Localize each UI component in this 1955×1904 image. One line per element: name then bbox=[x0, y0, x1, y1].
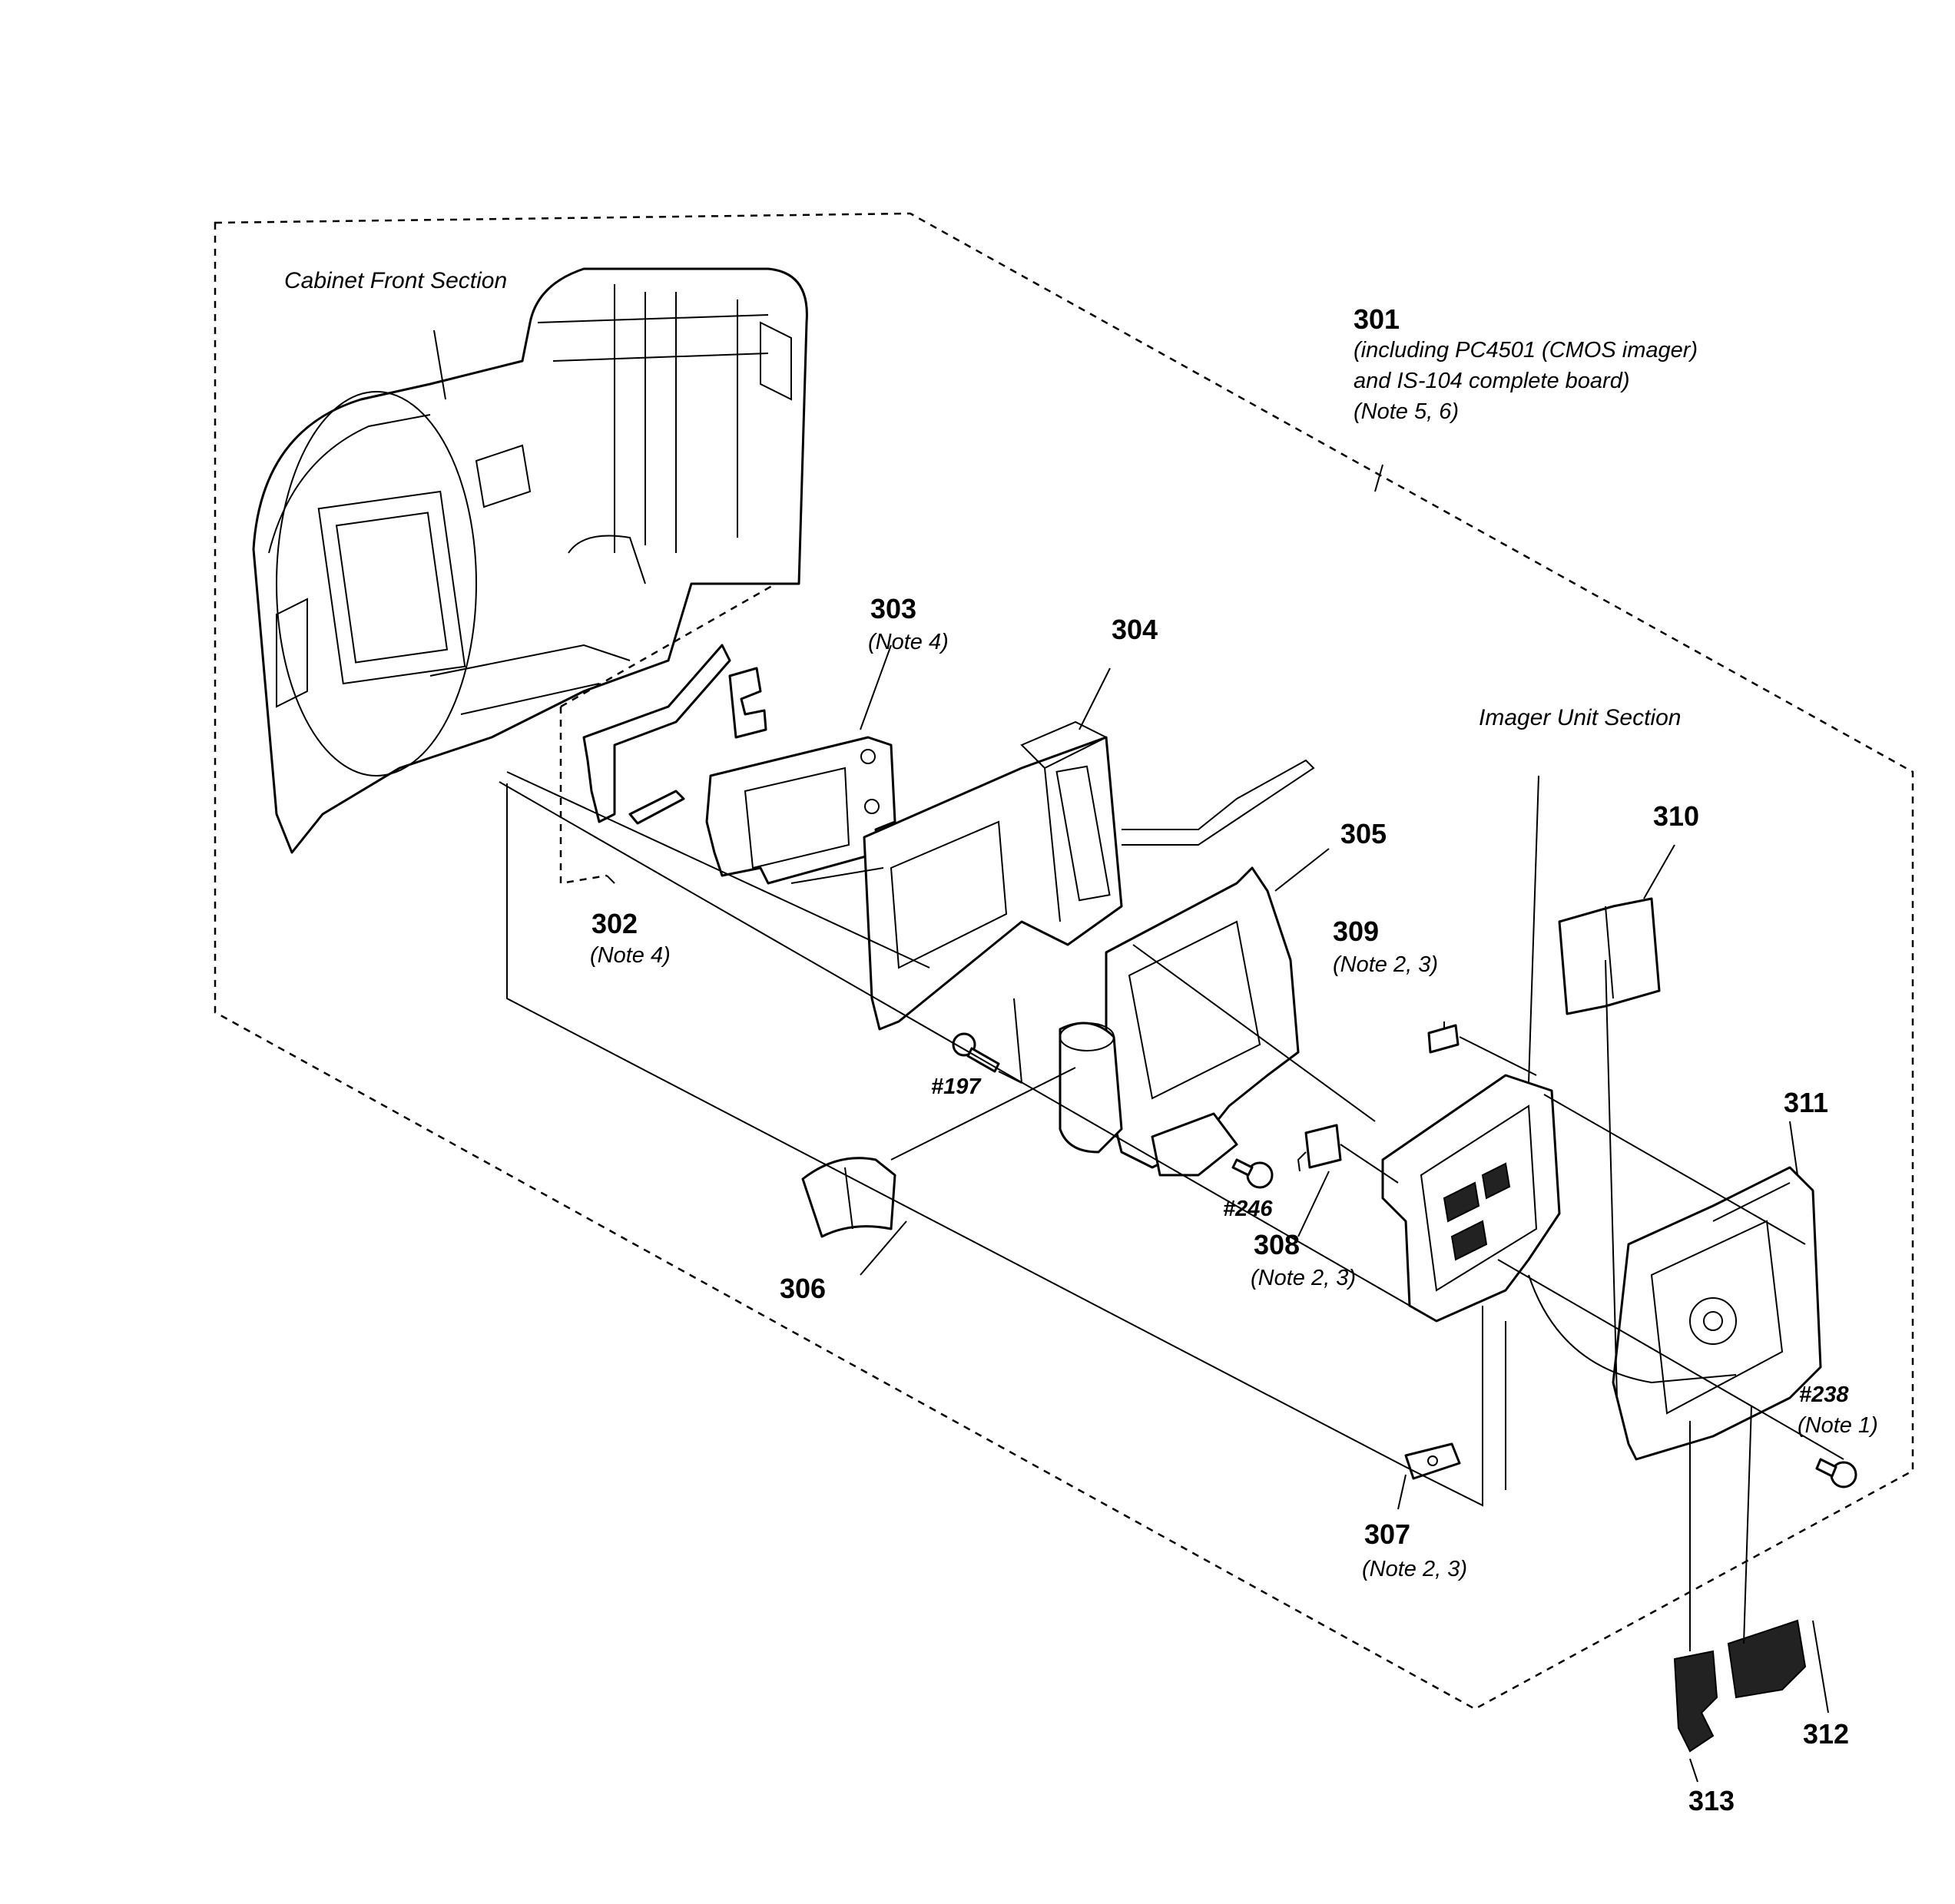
part-303-note: (Note 4) bbox=[868, 630, 949, 654]
leader-lines bbox=[433, 329, 1844, 1783]
part-302-label: 302 bbox=[591, 908, 638, 939]
part-306-strap bbox=[801, 1157, 896, 1238]
part-303-frame bbox=[705, 736, 896, 885]
part-301-note-2: and IS-104 complete board) bbox=[1354, 369, 1630, 393]
part-313-connector bbox=[1673, 1650, 1718, 1753]
part-302-note: (Note 4) bbox=[590, 943, 671, 968]
part-307-note: (Note 2, 3) bbox=[1362, 1557, 1467, 1581]
part-310-label: 310 bbox=[1653, 800, 1699, 832]
part-301-note-1: (including PC4501 (CMOS imager) bbox=[1354, 338, 1698, 363]
part-309-note: (Note 2, 3) bbox=[1333, 952, 1438, 977]
screw-238-icon bbox=[1815, 1458, 1857, 1488]
part-310-card bbox=[1558, 897, 1661, 1015]
part-302-sheet bbox=[582, 644, 767, 825]
part-312-connector bbox=[1727, 1619, 1807, 1699]
guide-302 bbox=[559, 707, 608, 885]
screw-238-label: #238 bbox=[1799, 1382, 1849, 1407]
part-308-note: (Note 2, 3) bbox=[1251, 1266, 1356, 1290]
screw-246-label: #246 bbox=[1223, 1197, 1273, 1221]
part-309-label: 309 bbox=[1333, 916, 1379, 947]
section-label-cabinet-front: Cabinet Front Section bbox=[284, 268, 507, 293]
part-311-label: 311 bbox=[1784, 1087, 1828, 1118]
part-306-label: 306 bbox=[780, 1273, 826, 1304]
cabinet-front-assembly bbox=[252, 267, 808, 854]
part-311-housing bbox=[1612, 1166, 1822, 1461]
part-307-plate bbox=[1404, 1442, 1461, 1480]
assembly-boundary bbox=[214, 212, 1914, 1710]
part-308-label: 308 bbox=[1254, 1229, 1300, 1260]
part-305-bracket bbox=[1059, 866, 1300, 1177]
part-304-block bbox=[863, 720, 1315, 1031]
section-label-imager-unit: Imager Unit Section bbox=[1479, 705, 1681, 730]
guide-cabinet bbox=[560, 582, 777, 708]
screw-246-icon bbox=[1231, 1158, 1274, 1189]
part-309-plate bbox=[1427, 1024, 1460, 1054]
part-308-bracket bbox=[1297, 1124, 1342, 1172]
part-304-label: 304 bbox=[1112, 614, 1158, 645]
part-305-label: 305 bbox=[1340, 818, 1387, 849]
imager-unit-board bbox=[1381, 1074, 1561, 1323]
screw-197-label: #197 bbox=[931, 1075, 982, 1099]
part-313-label: 313 bbox=[1688, 1785, 1735, 1816]
part-307-label: 307 bbox=[1364, 1518, 1410, 1550]
part-301-label: 301 bbox=[1354, 303, 1400, 335]
part-301-note-3: (Note 5, 6) bbox=[1354, 399, 1459, 424]
part-312-label: 312 bbox=[1803, 1718, 1849, 1750]
screw-238-note: (Note 1) bbox=[1798, 1413, 1878, 1438]
part-303-label: 303 bbox=[870, 593, 916, 624]
